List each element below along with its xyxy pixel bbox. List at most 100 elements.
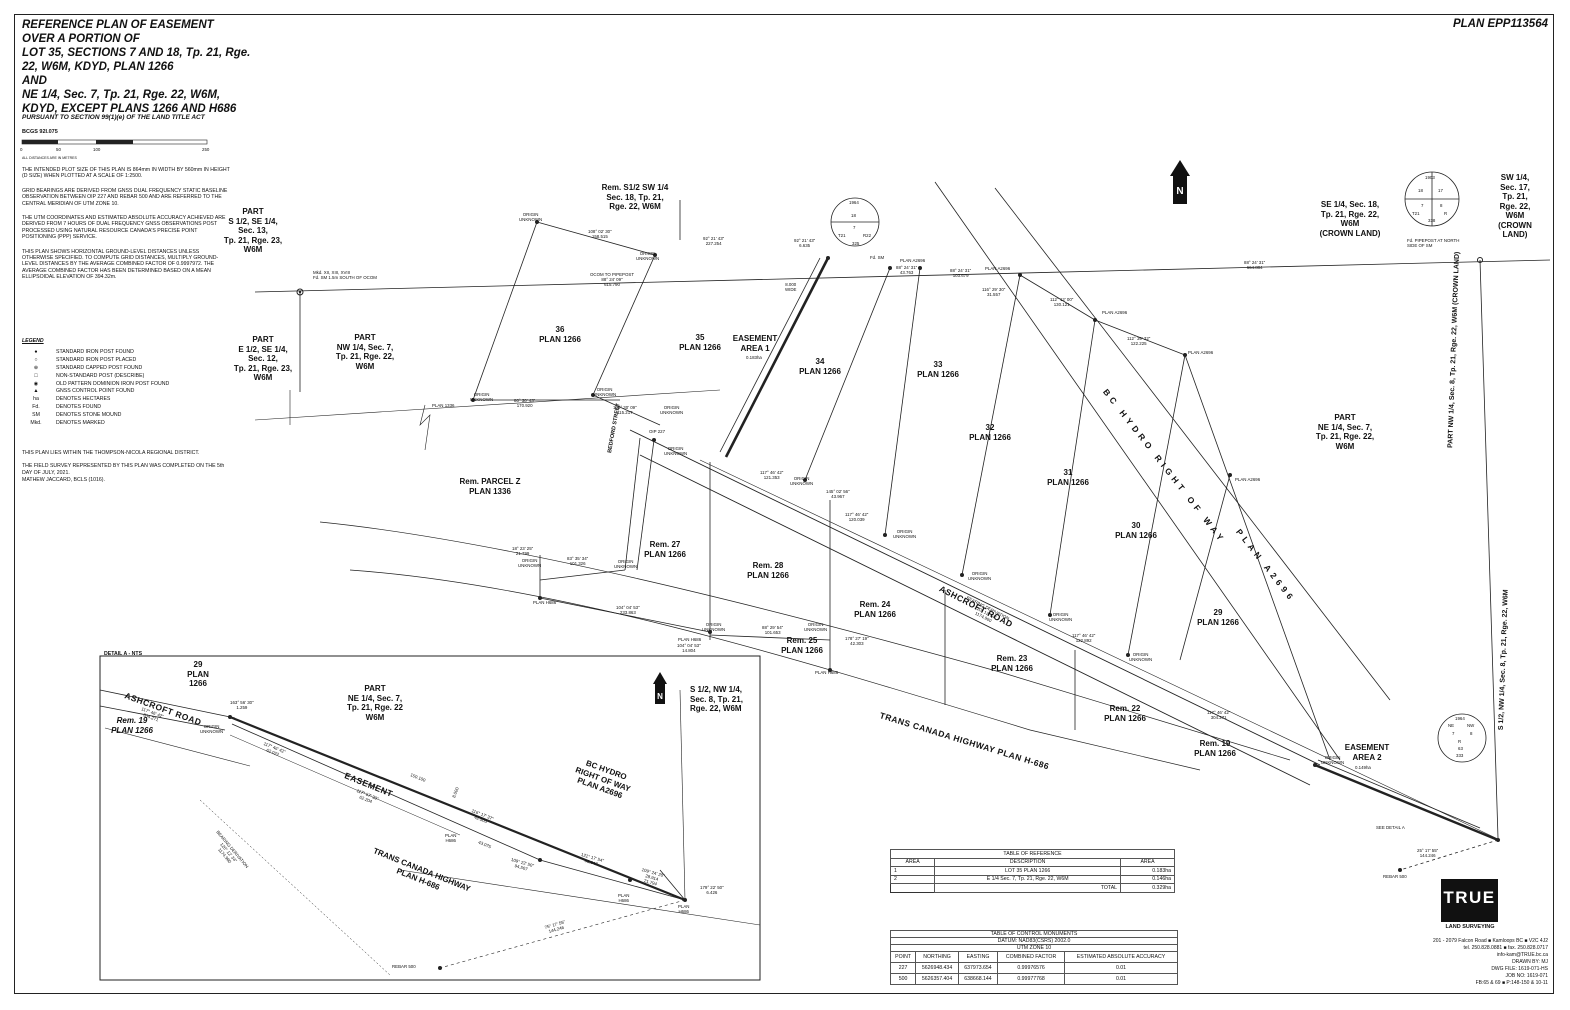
section-circle-text: 8 — [1470, 731, 1473, 736]
easement-1-area: 0.183ha — [746, 355, 762, 360]
scale-tick-100: 100 — [93, 147, 101, 152]
table-row: 2 E 1/4 Sec. 7, Tp. 21, Rge. 22, W6M 0.1… — [889, 874, 1175, 884]
legend-label: STANDARD IRON POST PLACED — [56, 356, 137, 363]
bearing-label: 117° 46' 42" 121.353 — [760, 470, 784, 480]
easement-2-label: EASEMENT AREA 2 — [1344, 743, 1390, 762]
lot-label: Rem. 24 PLAN 1266 — [854, 600, 896, 619]
ocom-label: OCOM TO PIPEPOST 88° 24' 09" 615.790 — [590, 272, 634, 287]
origin-unknown-label: ORIGIN UNKNOWN — [968, 571, 992, 581]
easement-width-label: 8.000 WIDE — [785, 282, 797, 292]
origin-unknown-label: ORIGIN UNKNOWN — [664, 446, 688, 456]
detail-s12-label: S 1/2, NW 1/4, Sec. 8, Tp. 21, Rge. 22, … — [690, 685, 743, 713]
ref-table-title: TABLE OF REFERENCE — [890, 849, 1175, 859]
detail-part-ne14-label: PART NE 1/4, Sec. 7, Tp. 21, Rge. 22 W6M — [346, 684, 404, 722]
ctl-cell: 0.01 — [1064, 962, 1178, 974]
lot-label: 32 PLAN 1266 — [969, 423, 1011, 442]
detail-north-arrow-icon: N — [653, 672, 667, 704]
origin-unknown-label: ORIGIN UNKNOWN — [1321, 755, 1345, 765]
ctl-cell: 227 — [889, 962, 917, 974]
note-1: THE INTENDED PLOT SIZE OF THIS PLAN IS 8… — [22, 167, 230, 180]
ctl-cell: 637973.654 — [957, 962, 999, 974]
easement-1-label: EASEMENT AREA 1 — [732, 334, 778, 353]
bearing-label: 108° 30' 09" 115.217 — [613, 405, 637, 415]
parcel-label: PART S 1/2, SE 1/4, Sec. 13, Tp. 21, Rge… — [223, 207, 283, 254]
tch-north — [319, 521, 1291, 761]
lot-label: Rem. 23 PLAN 1266 — [991, 654, 1033, 673]
ashcroft-road-south — [639, 454, 1311, 786]
true-logo: TRUE — [1441, 879, 1498, 922]
ctl-table-header: COMBINED FACTOR — [997, 951, 1066, 963]
bearing-label: 116° 29' 30" 31.557 — [982, 287, 1006, 297]
pipepost-label: Fd. PIPEPOST AT NORTH SIDE OF SM — [1407, 238, 1460, 248]
section-circle-text: R — [1444, 211, 1448, 216]
section-circle-text: T21 — [1412, 211, 1420, 216]
lot-label: 33 PLAN 1266 — [917, 360, 959, 379]
lot-label: 30 PLAN 1266 — [1115, 521, 1157, 540]
bearing-label: 88° 24' 31" 43.763 — [896, 265, 918, 275]
lot-label: Rem. 28 PLAN 1266 — [747, 561, 789, 580]
ctl-table-header: EASTING — [957, 951, 999, 963]
parcel-label: PART E 1/2, SE 1/4, Sec. 12, Tp. 21, Rge… — [233, 335, 293, 382]
legend-label: STANDARD IRON POST FOUND — [56, 348, 134, 355]
fd-sm-label: Fd. SM — [870, 255, 885, 260]
bearing-label: 104° 04' 53" 14.804 — [677, 643, 701, 653]
ref-total-label: TOTAL — [934, 883, 1122, 893]
lot-label: Rem. 19 PLAN 1266 — [1194, 739, 1236, 758]
table-row: TOTAL 0.329ha — [891, 883, 1175, 893]
lot-label: 29 PLAN 1266 — [1197, 608, 1239, 627]
legend-symbol: ha — [33, 396, 39, 403]
lot-label: 31 PLAN 1266 — [1047, 468, 1089, 487]
legend-symbol: □ — [34, 372, 38, 379]
legend-symbol: ⊕ — [33, 364, 39, 371]
hydro-row-east — [994, 187, 1391, 701]
rebar-500-label: REBAR 500 — [1383, 874, 1407, 879]
bearing-label: 145° 02' 56" 43.967 — [826, 489, 850, 499]
origin-unknown-label: ORIGIN UNKNOWN — [702, 622, 726, 632]
parcel-z-label: Rem. PARCEL Z PLAN 1336 — [459, 477, 521, 496]
section-circle-text: 333 — [1456, 753, 1464, 758]
section-circle-text: 7 — [1421, 203, 1424, 208]
ctl-table-datum: DATUM: NAD83(CSRS) 2002.0 — [890, 937, 1178, 945]
oip-227-label: OIP 227 — [649, 429, 666, 434]
legend-label: STANDARD CAPPED POST FOUND — [56, 364, 143, 371]
ctl-table-title: TABLE OF CONTROL MONUMENTS — [890, 930, 1178, 938]
ctl-cell: 5626357.404 — [915, 973, 959, 985]
bearing-label: 92° 21' 43" 6.635 — [794, 238, 816, 248]
scale-note: ALL DISTANCES ARE IN METRES — [22, 156, 77, 160]
see-detail-label: SEE DETAIL A — [1376, 825, 1405, 830]
detail-bearing: 179° 22' 50" 6.426 — [700, 885, 724, 895]
bearing-label: 117° 46' 42" 122.892 — [1072, 633, 1096, 643]
ref-table-header: DESCRIPTION — [934, 857, 1122, 867]
bearing-label: 117° 46' 42" 304.271 — [1207, 710, 1231, 720]
ctl-cell: 5626948.434 — [915, 962, 959, 974]
ref-total-value: 0.329ha — [1120, 883, 1175, 893]
company-info: 201 - 2079 Falcon Road ■ Kamloops BC ■ V… — [1433, 938, 1548, 986]
bearing-label: 88° 24' 31" 664.884 — [1244, 260, 1266, 270]
survey-date-line: THE FIELD SURVEY REPRESENTED BY THIS PLA… — [22, 463, 225, 476]
ctl-cell: 0.01 — [1064, 973, 1178, 985]
parcel-label: SE 1/4, Sec. 18, Tp. 21, Rge. 22, W6M (C… — [1319, 200, 1381, 238]
section-circle-text: T21 — [838, 233, 846, 238]
section-circle-text: 18 — [1418, 188, 1423, 193]
plan-h686-label: PLAN H686 — [678, 637, 702, 642]
legend-label: DENOTES FOUND — [56, 404, 101, 411]
ref-table-header: AREA — [889, 857, 936, 867]
section-circle-text: 338 — [1428, 218, 1436, 223]
section-circle-text: 18 — [851, 213, 856, 218]
table-of-reference: TABLE OF REFERENCE AREA DESCRIPTION AREA… — [889, 849, 1175, 893]
svg-text:N: N — [1176, 186, 1183, 197]
lot-label: 34 PLAN 1266 — [799, 357, 841, 376]
lot-label: Rem. 27 PLAN 1266 — [644, 540, 686, 559]
lot-line-35 — [592, 254, 656, 396]
legend-symbol: Mkd. — [30, 419, 42, 426]
legend-label: NON-STANDARD POST (DESCRIBE) — [56, 372, 145, 379]
origin-unknown-label: ORIGIN UNKNOWN — [804, 622, 828, 632]
legend: LEGEND ●STANDARD IRON POST FOUND ○STANDA… — [22, 338, 242, 427]
origin-unknown-label: ORIGIN UNKNOWN — [593, 387, 617, 397]
marked-stone-label: Mkd. XII, XIII, XVIII Fd. SM 1.5m SOUTH … — [313, 270, 377, 280]
table-row: 1 LOT 35 PLAN 1266 0.183ha — [889, 866, 1175, 876]
section-circle-text: 1964 — [1455, 716, 1465, 721]
bearing-label: 92° 21' 43" 227.254 — [703, 236, 725, 246]
note-3: THE UTM COORDINATES AND ESTIMATED ABSOLU… — [22, 215, 226, 241]
origin-unknown-label: ORIGIN UNKNOWN — [1129, 652, 1153, 662]
